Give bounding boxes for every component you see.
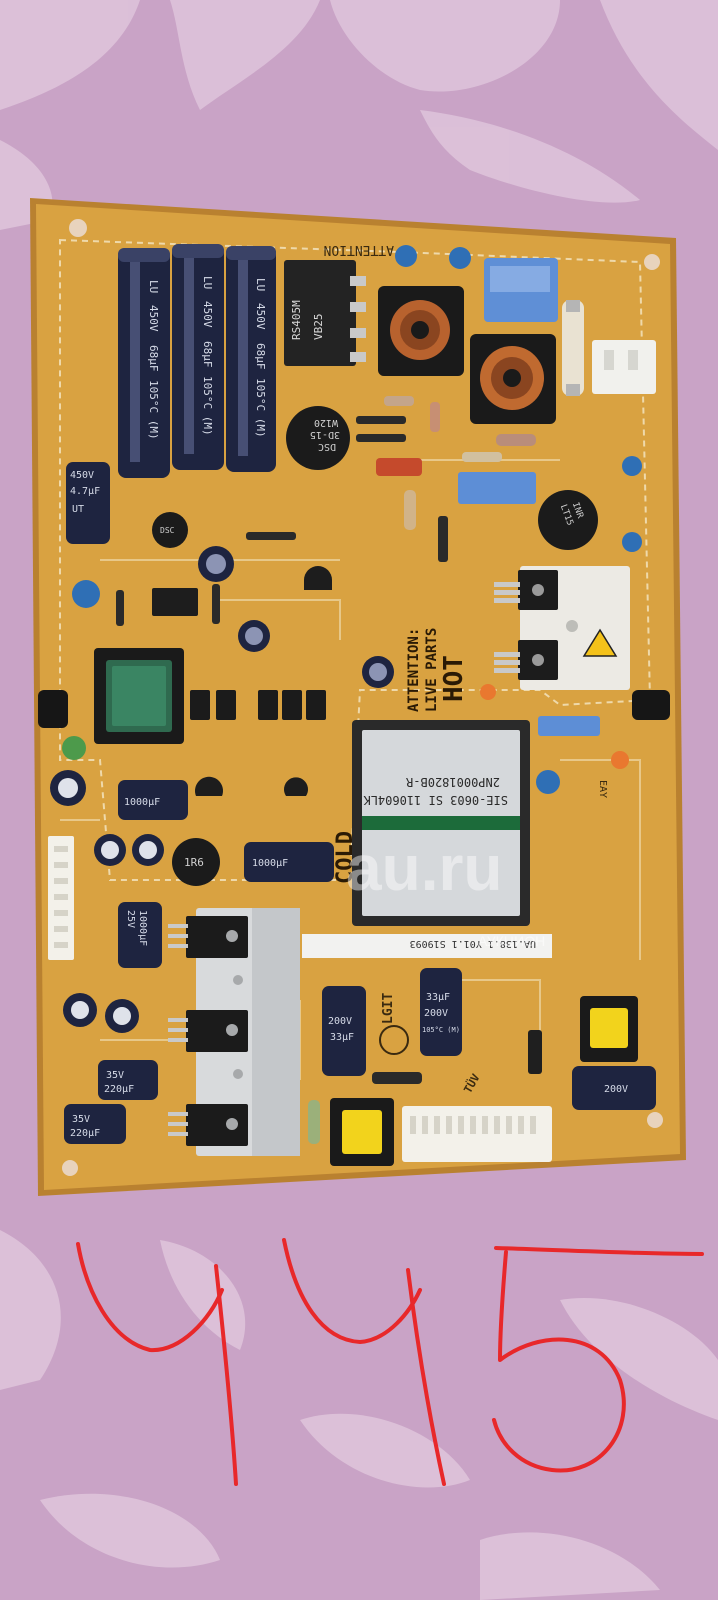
- cap-220-1-voltage: 35V: [106, 1070, 124, 1081]
- cap-200v-left-capacity: 33µF: [330, 1032, 354, 1043]
- handwritten-number: [76, 1238, 704, 1486]
- cap-1000-vertical-label: 1000µF: [137, 910, 148, 946]
- watermark-sub: АУКЦИОН: [478, 933, 545, 949]
- cap-220-2-voltage: 35V: [72, 1114, 90, 1125]
- cap-200v-right-capacity: 33µF: [426, 992, 450, 1003]
- capacitor-1000uf-horizontal: [118, 780, 188, 820]
- diodes: [116, 416, 542, 1084]
- small-transformer-right: [580, 996, 638, 1062]
- heatsink-main: [168, 908, 300, 1156]
- film-capacitor-red: [376, 458, 422, 476]
- cap-200v-right-temp: 105°C (M): [422, 1026, 460, 1034]
- coil-inductor: [172, 838, 220, 886]
- dsc-thermistor: [286, 406, 350, 470]
- cap-large-1-temp: 105°C (M): [147, 380, 160, 440]
- capacitor-large-3: [226, 246, 276, 472]
- connector-left: [48, 836, 74, 960]
- bridge-rectifier: [284, 260, 366, 366]
- cap-large-3-series: LU: [254, 278, 267, 291]
- capacitor-1000uf-mid: [244, 842, 334, 882]
- lgit-label: LGIT: [381, 993, 396, 1024]
- ceramic-capacitors: [72, 245, 642, 794]
- cap-small-capacity: 4.7µF: [70, 486, 100, 497]
- small-transformer-bottom: [330, 1098, 394, 1166]
- film-capacitor-small: [538, 716, 600, 736]
- attention-top-label: ATTENTION: [324, 242, 394, 257]
- connector-bottom: [402, 1106, 552, 1162]
- capacitor-large-2: [172, 244, 224, 470]
- lg-logo: [379, 1025, 409, 1055]
- cap-large-2-series: LU: [201, 276, 214, 289]
- cap-200v-left-voltage: 200V: [328, 1016, 352, 1027]
- green-capacitor: [62, 736, 86, 760]
- capacitor-small-450v: [66, 462, 110, 544]
- cap-large-3-voltage: 450V: [254, 303, 267, 330]
- cap-200v-right-voltage: 200V: [424, 1008, 448, 1019]
- dsc-code: W120: [314, 417, 338, 428]
- cap-1000-mid-label: 1000µF: [252, 858, 288, 869]
- dsc-small-thermistor: [152, 512, 188, 548]
- cap-small-voltage: 450V: [70, 470, 94, 481]
- capacitor-200v-left: [322, 986, 366, 1076]
- cap-large-2-temp: 105°C (M): [201, 376, 214, 436]
- coil-label: 1R6: [184, 856, 204, 869]
- capacitor-1000uf-vertical: [118, 902, 162, 968]
- capacitor-200v-right: [420, 968, 462, 1056]
- live-parts-label: LIVE PARTS: [424, 628, 440, 712]
- cap-200v-horizontal-label: 200V: [604, 1084, 628, 1095]
- cold-label: COLD: [333, 831, 358, 884]
- small-electrolytics: [50, 546, 394, 1033]
- hot-warning: ATTENTION: LIVE PARTS HOT: [406, 628, 469, 712]
- cap-large-1-series: LU: [147, 280, 160, 293]
- smd-row: [190, 690, 326, 720]
- bridge-part-number: RS405M: [290, 300, 303, 340]
- fuse: [562, 300, 584, 396]
- film-capacitor-blue: [458, 472, 536, 504]
- capacitor-200v-horizontal: [572, 1066, 656, 1110]
- cap-220-2-capacity: 220µF: [70, 1128, 100, 1139]
- capacitor-large-1: [118, 248, 170, 478]
- watermark: au.ru: [346, 832, 502, 904]
- cap-large-2-voltage: 450V: [201, 301, 214, 328]
- capacitor-220uf-2: [64, 1104, 126, 1144]
- model-label: EAY: [597, 780, 608, 798]
- dsc-label: DSC: [318, 441, 336, 452]
- dsc-small-label: DSC: [160, 526, 175, 535]
- cap-1000-vertical-voltage: 25V: [125, 910, 136, 928]
- capacitor-220uf-1: [98, 1060, 158, 1100]
- cap-small-series: UT: [72, 504, 84, 515]
- sticker-text: UA.138.1 Y01.1 S19093: [410, 938, 536, 949]
- ic-chip-small: [152, 588, 198, 616]
- cap-large-1-voltage: 450V: [147, 305, 160, 332]
- transformer: [94, 648, 184, 744]
- hot-label: HOT: [439, 655, 469, 702]
- heatsink-top-right: [494, 566, 630, 690]
- dsc-value: 3D-15: [310, 429, 340, 440]
- attention-live-label: ATTENTION:: [406, 628, 422, 712]
- power-connector: [592, 340, 656, 394]
- orange-capacitors: [480, 684, 629, 769]
- cap-large-1-capacity: 68µF: [147, 345, 160, 372]
- choke-1: [378, 286, 464, 376]
- chip-part-number: 2NP0001820B-R: [405, 775, 500, 789]
- x-capacitor-top: [484, 258, 558, 322]
- cap-1000-horizontal-label: 1000µF: [124, 797, 160, 808]
- cap-large-2-capacity: 68µF: [201, 341, 214, 368]
- bridge-sub-label: VB25: [312, 314, 325, 341]
- transistors: [195, 566, 332, 796]
- rubber-feet: [38, 690, 670, 728]
- barcode-sticker: [302, 934, 552, 958]
- cap-large-3-temp: 105°C (M): [254, 378, 267, 438]
- resistors: [308, 396, 536, 1144]
- chip-code: SIE-0603 SI 110604LK: [363, 793, 508, 807]
- cap-large-3-capacity: 68µF: [254, 343, 267, 370]
- ntc-thermistor: [538, 490, 598, 550]
- choke-2: [470, 334, 556, 424]
- main-chip-shield: [352, 720, 530, 926]
- cap-220-1-capacity: 220µF: [104, 1084, 134, 1095]
